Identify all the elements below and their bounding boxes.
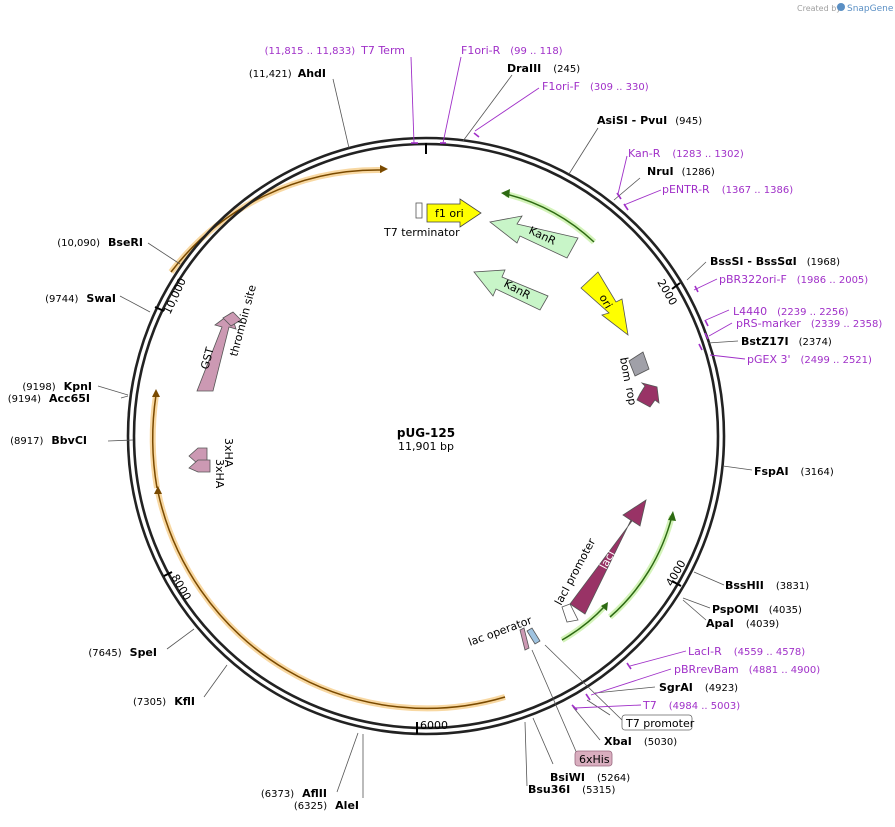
kanr-arrow-1[interactable] [489,215,579,259]
tick-mark-8000 [163,571,173,577]
laci-promoter-shape[interactable] [561,603,579,623]
primer-label-f1ori-r[interactable]: F1ori-R(99 .. 118) [461,44,563,57]
primer-label-pbr322ori-f[interactable]: pBR322ori-F(1986 .. 2005) [719,273,868,286]
laci-arrow[interactable] [569,499,647,615]
backbone-outer [126,136,726,736]
primer-label-f1ori-f[interactable]: F1ori-F(309 .. 330) [542,80,649,93]
primer-label-kan-r[interactable]: Kan-R(1283 .. 1302) [628,147,744,160]
enzyme-label-bseri[interactable]: (10,090)BseRI [57,236,143,249]
leader-lines [97,74,753,798]
tick-mark-10000 [154,306,165,312]
enzyme-label-spei[interactable]: (7645)SpeI [88,646,157,659]
primer-label-pgex3[interactable]: pGEX 3'(2499 .. 2521) [747,353,872,366]
orf-arc-bottom-line [157,491,506,710]
ori-label: ori [596,292,614,311]
enzyme-label-apai[interactable]: ApaI(4039) [706,617,779,630]
orf-arc-top-left-line [170,169,383,273]
tick-mark-2000 [671,282,681,290]
t7-terminator-shape[interactable] [415,202,423,219]
brand-name: SnapGene [847,4,894,14]
enzyme-label-fspai[interactable]: FspAI(3164) [754,465,834,478]
enzyme-label-nrui[interactable]: NruI(1286) [647,165,715,178]
rop-arrow[interactable] [636,382,660,408]
orf-arc-bottom [155,491,506,712]
enzyme-label-kpni[interactable]: (9198)KpnI [22,380,92,393]
enzyme-label-kfli[interactable]: (7305)KflI [133,695,195,708]
primer-label-laci-r[interactable]: LacI-R(4559 .. 4578) [688,645,805,658]
orf-arcs [149,165,676,712]
laci-orf-arc [608,515,675,620]
primer-label-pbrrevbam[interactable]: pBRrevBam(4881 .. 4900) [674,663,820,676]
plasmid-size: 11,901 bp [398,440,454,453]
brand-prefix: Created by [797,4,841,13]
6xhis-label: 6xHis [579,753,610,766]
orf-arc-bottom-head [154,486,162,494]
thrombin-site-shape[interactable] [222,311,242,327]
enzyme-label-bsssi[interactable]: BssSI - BssSαI(1968) [710,255,840,268]
t7-promoter-shape[interactable] [526,627,541,645]
enzyme-label-asisi-pvui[interactable]: AsiSI - PvuI(945) [597,114,702,127]
tick-label-10000: 10,000 [161,276,189,316]
f1-ori-arrow[interactable] [426,198,482,228]
gst-label: GST [198,346,216,371]
laci-orf-arc-head [668,511,676,521]
primer-leader-lines [410,56,746,709]
primer-label-t7[interactable]: T7(4984 .. 5003) [642,699,740,712]
enzyme-label-xbai[interactable]: XbaI(5030) [604,735,677,748]
ha-label-1: 3xHA [222,438,235,468]
bom-label: bom [617,356,634,382]
t7-promoter-label: T7 promoter [625,717,695,730]
enzyme-label-aflii[interactable]: (6373)AflII [261,787,327,800]
primer-label-prs-marker[interactable]: pRS-marker(2339 .. 2358) [736,317,882,330]
features: f1 ori T7 terminator KanR KanR ori bom r… [188,198,660,651]
snapgene-logo-icon [837,3,845,11]
kanr-orf-arc-line [505,193,595,243]
enzyme-label-pspomi[interactable]: PspOMI(4035) [712,603,802,616]
laci-orf-arc-line [609,515,673,618]
enzyme-label-bbvci[interactable]: (8917)BbvCI [10,434,87,447]
6xhis-box[interactable] [574,750,613,767]
primer-labels: (11,815 .. 11,833)T7 Term F1ori-R(99 .. … [265,44,883,712]
f1-ori-label: f1 ori [435,207,464,220]
enzyme-label-bstz17i[interactable]: BstZ17I(2374) [741,335,832,348]
kanr-arrow-2[interactable] [473,269,549,311]
enzyme-label-alei[interactable]: (6325)AleI [294,799,359,812]
enzyme-label-swai[interactable]: (9744)SwaI [45,292,116,305]
plasmid-name: pUG-125 [397,426,455,440]
enzyme-label-draiii[interactable]: DraIII(245) [507,62,580,75]
primer-label-pentr-r[interactable]: pENTR-R(1367 .. 1386) [662,183,793,196]
ha-label-2: 3xHA [213,459,226,489]
enzyme-label-bsiwi[interactable]: BsiWI(5264) [550,771,630,784]
primer-label-l4440[interactable]: L4440(2239 .. 2256) [733,305,849,318]
kanr-orf-arc-head [501,189,510,198]
orf-arc-left-line [152,394,158,489]
tick-label-2000: 2000 [654,277,679,308]
enzyme-label-ahdi[interactable]: (11,421)AhdI [249,67,326,80]
laci-orf-arc-2-head [601,602,608,611]
enzyme-label-acc65i[interactable]: (9194)Acc65I [8,392,90,405]
enzyme-label-bsshii[interactable]: BssHII(3831) [725,579,809,592]
enzyme-label-bsu36i[interactable]: Bsu36I(5315) [528,783,616,796]
primer-label-t7-term[interactable]: (11,815 .. 11,833)T7 Term [265,44,405,57]
rop-label: rop [623,386,639,406]
t7-promoter-box[interactable] [621,714,693,731]
lac-operator-shape[interactable] [519,627,530,651]
orf-arc-left-head [152,389,160,397]
enzyme-label-sgrai[interactable]: SgrAI(4923) [659,681,738,694]
enzyme-labels: (11,421)AhdI DraIII(245) AsiSI - PvuI(94… [8,62,840,812]
t7-terminator-label: T7 terminator [383,226,460,239]
tick-label-6000: 6000 [420,719,448,732]
tick-mark-4000 [671,580,682,587]
orf-arc-top-left-head [380,165,388,173]
ori-arrow[interactable] [580,271,629,336]
ha-tag-shape-2[interactable] [188,459,211,473]
bom-shape[interactable] [628,351,650,377]
primer-marks [411,132,709,711]
